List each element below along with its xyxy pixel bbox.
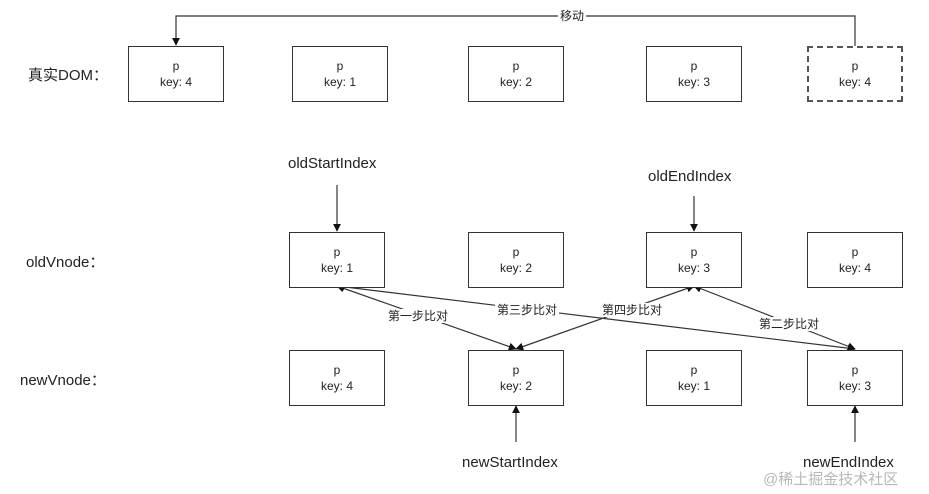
node-tag: p bbox=[690, 363, 698, 377]
node-tag: p bbox=[690, 245, 698, 259]
node-tag: p bbox=[851, 363, 859, 377]
new-start-index-label: newStartIndex bbox=[462, 454, 558, 471]
old-vnode-node: p key: 2 bbox=[468, 232, 564, 288]
old-vnode-row-label: oldVnode： bbox=[26, 254, 105, 271]
old-end-index-label: oldEndIndex bbox=[648, 168, 732, 185]
new-vnode-node: p key: 2 bbox=[468, 350, 564, 406]
real-dom-node-moved: p key: 4 bbox=[807, 46, 903, 102]
node-key: key: 2 bbox=[499, 261, 532, 275]
node-key: key: 3 bbox=[677, 75, 710, 89]
node-key: key: 1 bbox=[320, 261, 353, 275]
node-tag: p bbox=[512, 363, 520, 377]
step4-label: 第四步比对 bbox=[600, 303, 665, 317]
move-arrow bbox=[172, 15, 856, 46]
node-tag: p bbox=[336, 59, 344, 73]
node-tag: p bbox=[512, 59, 520, 73]
move-label: 移动 bbox=[558, 9, 587, 23]
real-dom-node: p key: 1 bbox=[292, 46, 388, 102]
node-key: key: 4 bbox=[838, 75, 871, 89]
real-dom-row-label: 真实DOM： bbox=[28, 67, 108, 84]
real-dom-node: p key: 2 bbox=[468, 46, 564, 102]
node-key: key: 2 bbox=[499, 75, 532, 89]
node-tag: p bbox=[690, 59, 698, 73]
node-key: key: 4 bbox=[838, 261, 871, 275]
step2-label: 第二步比对 bbox=[757, 317, 822, 331]
old-vnode-node: p key: 1 bbox=[289, 232, 385, 288]
new-vnode-node: p key: 4 bbox=[289, 350, 385, 406]
node-tag: p bbox=[172, 59, 180, 73]
node-key: key: 3 bbox=[677, 261, 710, 275]
node-tag: p bbox=[333, 363, 341, 377]
node-key: key: 4 bbox=[320, 379, 353, 393]
node-tag: p bbox=[512, 245, 520, 259]
node-tag: p bbox=[851, 59, 859, 73]
real-dom-node: p key: 4 bbox=[128, 46, 224, 102]
new-vnode-node: p key: 3 bbox=[807, 350, 903, 406]
node-key: key: 4 bbox=[159, 75, 192, 89]
node-tag: p bbox=[333, 245, 341, 259]
new-end-index-label: newEndIndex bbox=[803, 454, 894, 471]
node-key: key: 1 bbox=[323, 75, 356, 89]
old-vnode-node: p key: 4 bbox=[807, 232, 903, 288]
step1-label: 第一步比对 bbox=[386, 309, 451, 323]
node-key: key: 3 bbox=[838, 379, 871, 393]
watermark: @稀土掘金技术社区 bbox=[763, 471, 899, 488]
old-start-index-label: oldStartIndex bbox=[288, 155, 377, 172]
step4-arrow bbox=[515, 284, 695, 351]
node-tag: p bbox=[851, 245, 859, 259]
new-vnode-node: p key: 1 bbox=[646, 350, 742, 406]
real-dom-node: p key: 3 bbox=[646, 46, 742, 102]
node-key: key: 1 bbox=[677, 379, 710, 393]
node-key: key: 2 bbox=[499, 379, 532, 393]
step3-label: 第三步比对 bbox=[495, 303, 560, 317]
new-vnode-row-label: newVnode： bbox=[20, 372, 106, 389]
old-vnode-node: p key: 3 bbox=[646, 232, 742, 288]
